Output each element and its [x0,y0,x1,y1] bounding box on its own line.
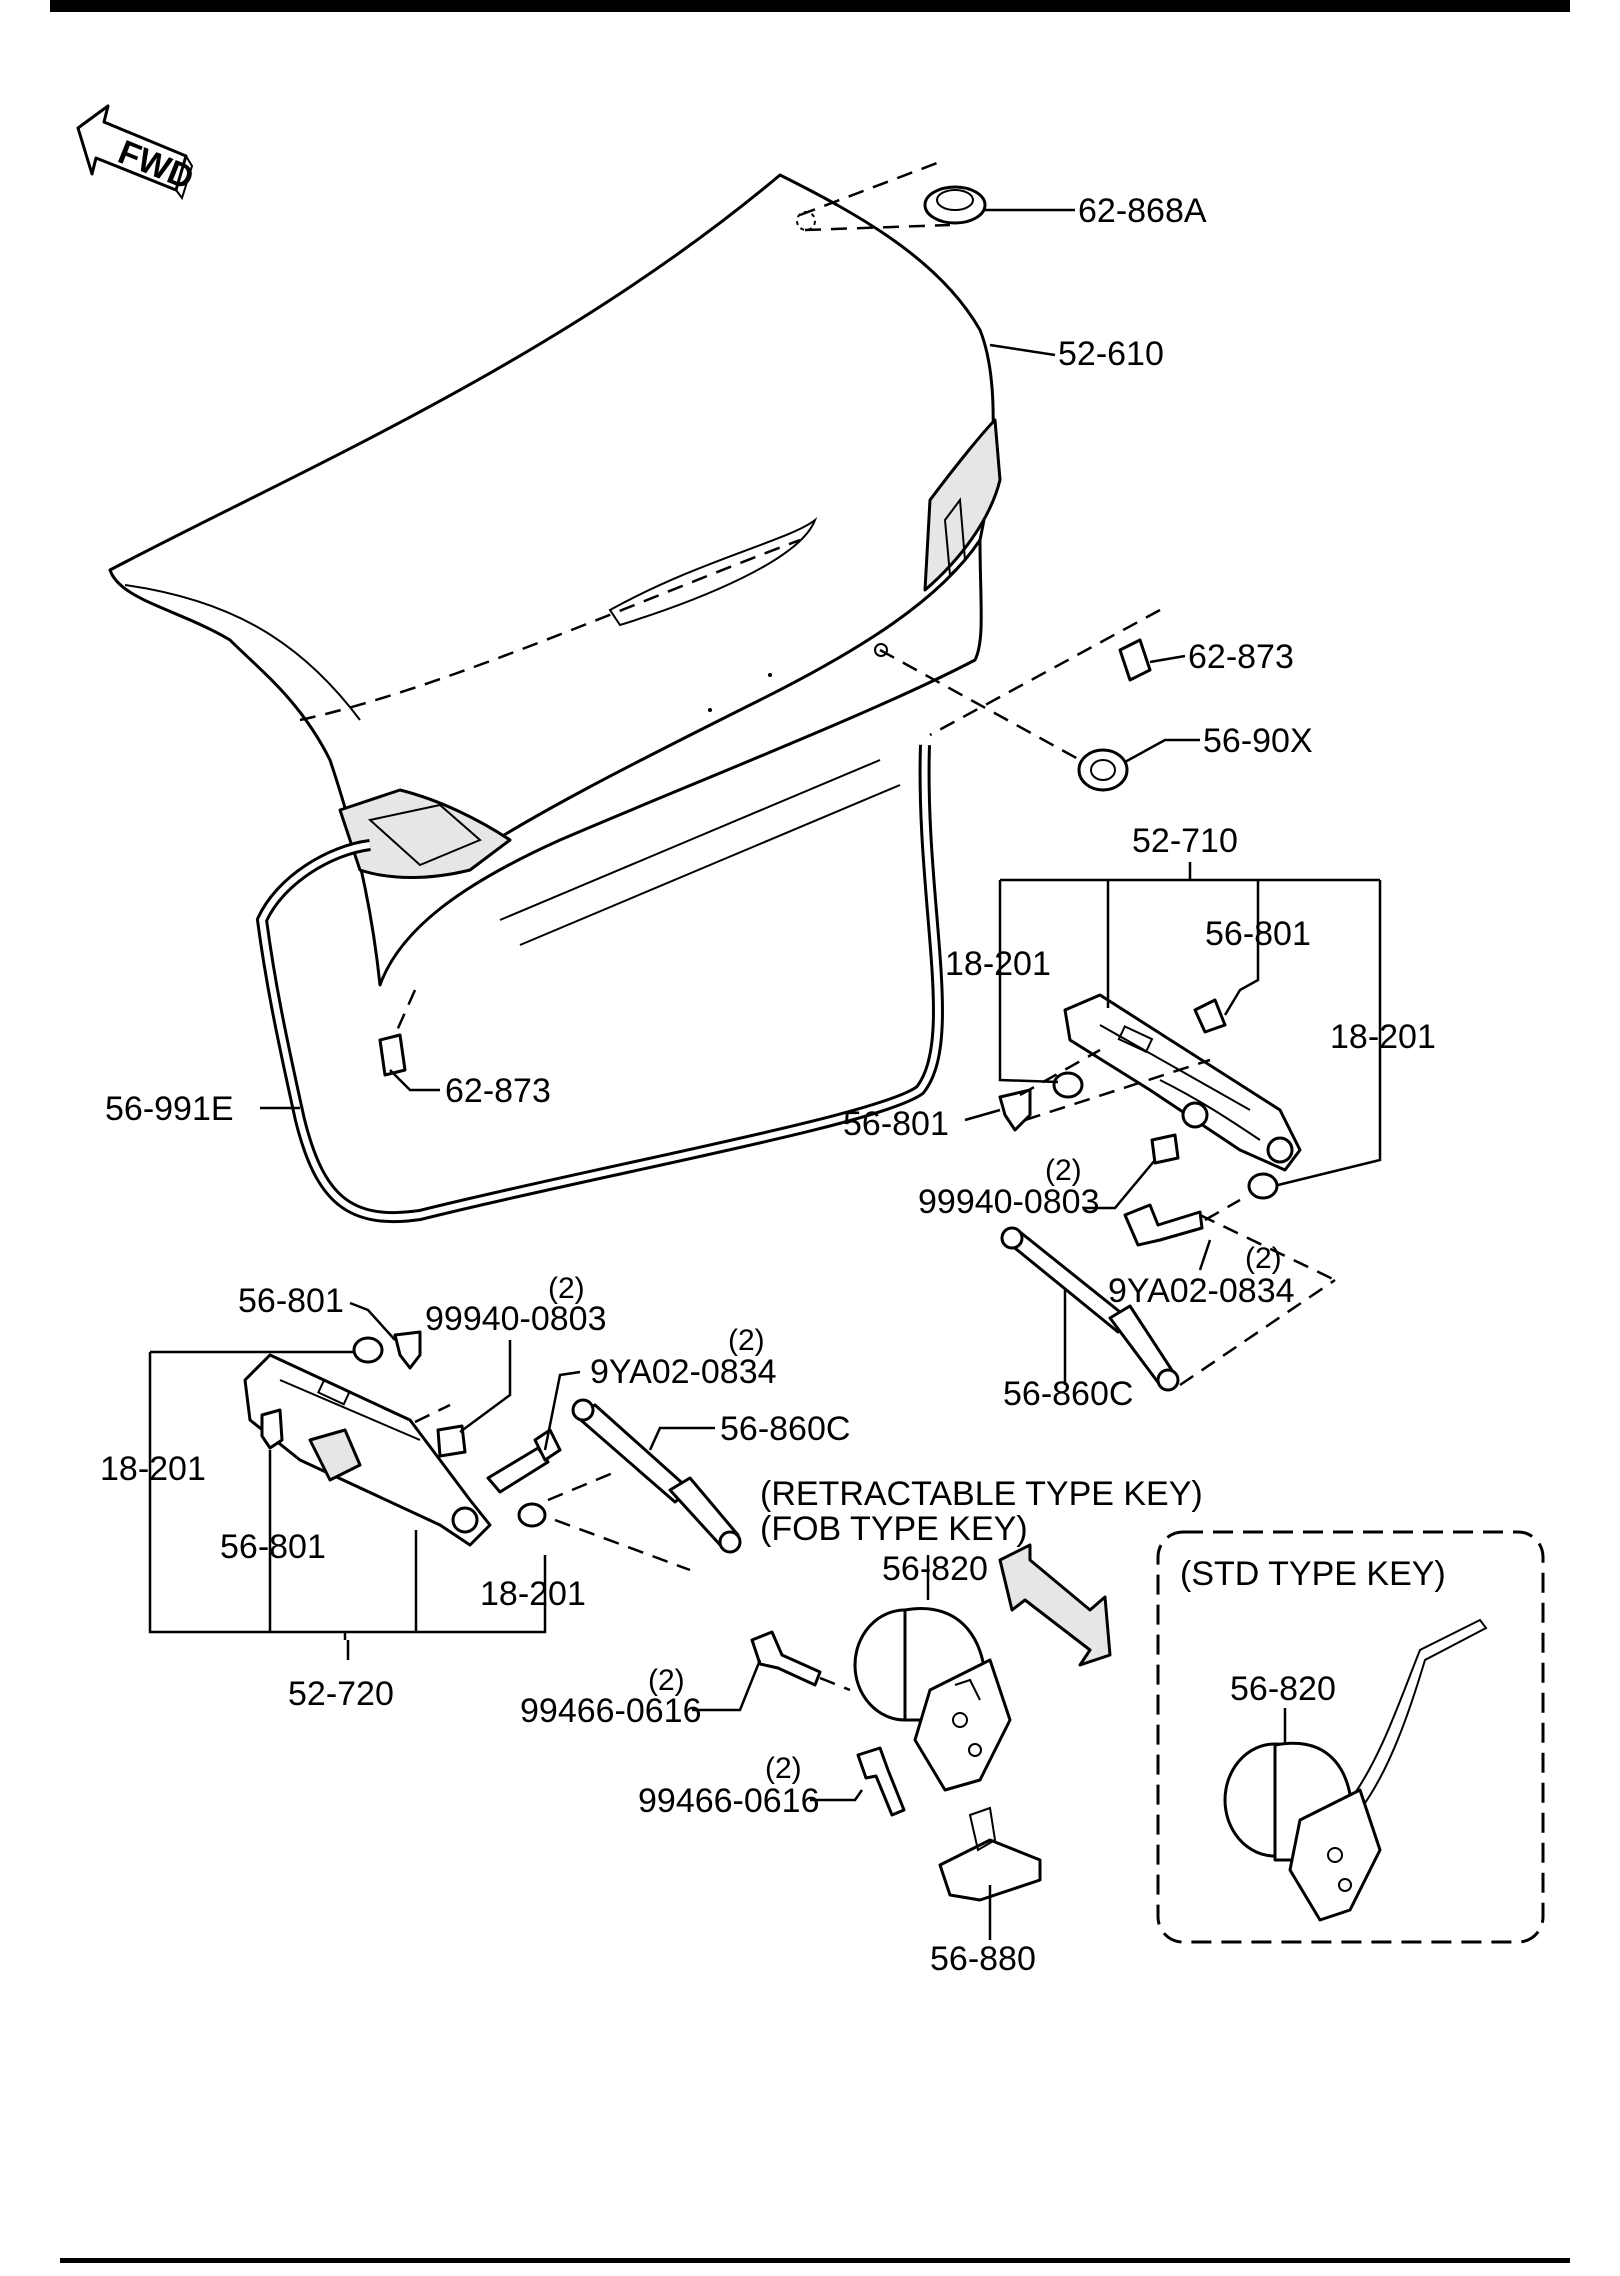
weatherstrip-seal [255,744,944,1224]
note-retractable-type-key: (RETRACTABLE TYPE KEY) [760,1475,1203,1513]
label-18-201-l1: 18-201 [100,1450,206,1488]
bumper-62-873-top [929,608,1161,737]
label-18-201-r1: 18-201 [945,945,1051,983]
label-56-991E: 56-991E [105,1090,234,1128]
std-type-key-box [1156,1530,1545,1944]
bumper-62-873-bottom [378,989,417,1077]
qty-9YA02-0834-l: (2) [728,1324,765,1357]
qty-99466-0616-b: (2) [765,1752,802,1785]
label-56-90X: 56-90X [1203,722,1313,760]
label-18-201-r2: 18-201 [1330,1018,1436,1056]
label-56-801-l1: 56-801 [238,1282,344,1320]
label-56-801-r1: 56-801 [1205,915,1311,953]
label-56-820-main: 56-820 [882,1550,988,1588]
label-99940-0803-r: 99940-0803 [918,1183,1100,1221]
qty-99940-0803-l: (2) [548,1272,585,1305]
fwd-arrow-icon: FWD [76,104,199,201]
left-hinge-assembly [243,1330,742,1572]
label-9YA02-0834-r: 9YA02-0834 [1108,1272,1295,1310]
label-9YA02-0834-l: 9YA02-0834 [590,1353,777,1391]
label-56-860C-l: 56-860C [720,1410,850,1448]
qty-99466-0616-a: (2) [648,1664,685,1697]
top-border [50,0,1570,12]
qty-9YA02-0834-r: (2) [1245,1242,1282,1275]
double-arrow-icon [998,1543,1112,1667]
label-52-710: 52-710 [1132,822,1238,860]
label-99466-0616-a: 99466-0616 [520,1692,702,1730]
cap-56-90X [879,648,1129,792]
label-56-820-std: 56-820 [1230,1670,1336,1708]
note-std-type-key: (STD TYPE KEY) [1180,1555,1446,1593]
label-56-860C-r: 56-860C [1003,1375,1133,1413]
label-56-880: 56-880 [930,1940,1036,1978]
qty-99940-0803-r: (2) [1045,1154,1082,1187]
right-hinge-assembly [998,993,1336,1392]
trunk-latch-assembly [750,1607,1042,1902]
label-62-873-top: 62-873 [1188,638,1294,676]
label-52-720: 52-720 [288,1675,394,1713]
label-18-201-l2: 18-201 [480,1575,586,1613]
label-62-868A: 62-868A [1078,192,1207,230]
bottom-border [60,2258,1570,2263]
label-62-873-bottom: 62-873 [445,1072,551,1110]
label-99466-0616-b: 99466-0616 [638,1782,820,1820]
trunk-lid-panel [108,173,1002,987]
label-56-801-r2: 56-801 [843,1105,949,1143]
label-99940-0803-l: 99940-0803 [425,1300,607,1338]
label-52-610: 52-610 [1058,335,1164,373]
leader-lines [148,208,1382,1940]
grommet-62-868A [796,158,987,232]
label-56-801-l2: 56-801 [220,1528,326,1566]
note-fob-type-key: (FOB TYPE KEY) [760,1510,1028,1548]
